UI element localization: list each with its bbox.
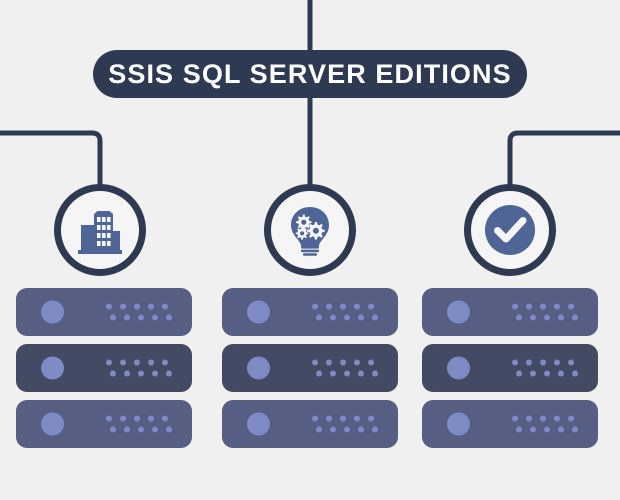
check-circle-icon	[480, 200, 540, 260]
right-branch-line	[507, 130, 620, 190]
vent-grid-icon	[312, 303, 378, 321]
server-unit[interactable]	[222, 344, 398, 392]
vent-grid-icon	[312, 415, 378, 433]
status-led-icon	[247, 412, 270, 436]
server-unit[interactable]	[16, 400, 192, 448]
status-led-icon	[447, 356, 470, 380]
vent-grid-icon	[106, 359, 172, 377]
status-led-icon	[447, 300, 470, 324]
lightbulb-gears-icon	[283, 203, 337, 257]
branch-icon-standard[interactable]	[464, 184, 556, 276]
status-led-icon	[41, 356, 64, 380]
status-led-icon	[447, 412, 470, 436]
page-title: SSIS SQL SERVER EDITIONS	[108, 58, 512, 89]
server-stack-developer	[222, 288, 398, 456]
server-unit[interactable]	[422, 344, 598, 392]
server-unit[interactable]	[16, 344, 192, 392]
left-branch-line	[0, 130, 103, 190]
branch-icon-enterprise[interactable]	[54, 184, 146, 276]
branch-icon-developer[interactable]	[264, 184, 356, 276]
page-title-banner: SSIS SQL SERVER EDITIONS	[93, 50, 527, 98]
server-unit[interactable]	[222, 288, 398, 336]
vent-grid-icon	[512, 303, 578, 321]
status-led-icon	[247, 300, 270, 324]
status-led-icon	[41, 412, 64, 436]
vent-grid-icon	[512, 415, 578, 433]
vent-grid-icon	[106, 415, 172, 433]
server-unit[interactable]	[16, 288, 192, 336]
server-unit[interactable]	[422, 288, 598, 336]
status-led-icon	[247, 356, 270, 380]
status-led-icon	[41, 300, 64, 324]
vent-grid-icon	[106, 303, 172, 321]
vent-grid-icon	[312, 359, 378, 377]
server-unit[interactable]	[222, 400, 398, 448]
office-building-icon	[73, 203, 127, 257]
server-stack-standard	[422, 288, 598, 456]
vent-grid-icon	[512, 359, 578, 377]
server-stack-enterprise	[16, 288, 192, 456]
server-unit[interactable]	[422, 400, 598, 448]
